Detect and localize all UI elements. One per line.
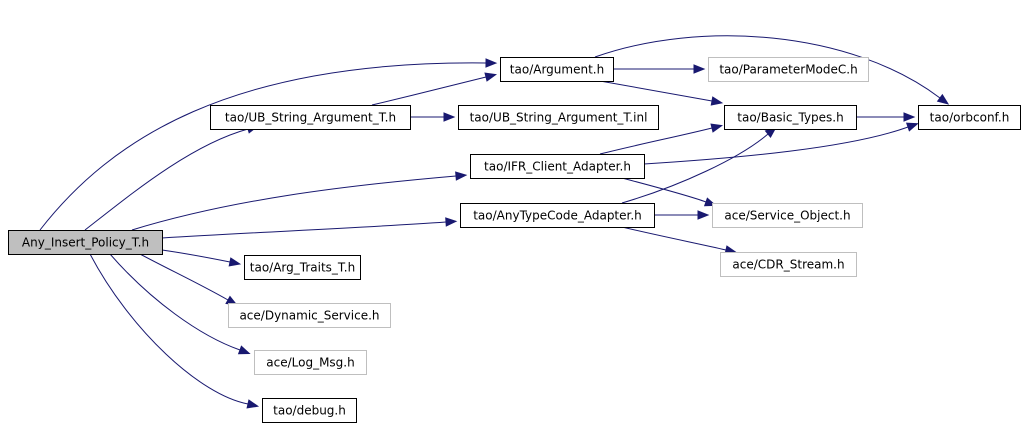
node-box-logmsg [254, 350, 367, 375]
edges-layer [39, 35, 950, 409]
node-label-dynsvc: ace/Dynamic_Service.h [239, 309, 379, 323]
arrowhead-anytc-to-svcobj [697, 210, 710, 220]
edge-ifr-to-orbconf [643, 126, 909, 165]
arrowhead-ifr-to-orbconf [905, 122, 919, 132]
node-box-svcobj [712, 203, 863, 228]
node-ifr[interactable]: tao/IFR_Client_Adapter.h [470, 154, 645, 179]
edge-argument-to-basictypes [599, 80, 713, 102]
arrowhead-root-to-argtraits [228, 257, 242, 267]
edge-root-to-ubstr [84, 128, 249, 231]
node-anytc[interactable]: tao/AnyTypeCode_Adapter.h [460, 203, 655, 228]
arrowhead-root-to-argument [485, 58, 498, 68]
arrowhead-ubstr-to-argument [484, 72, 498, 82]
node-parammode: tao/ParameterModeC.h [708, 57, 869, 82]
node-label-anytc: tao/AnyTypeCode_Adapter.h [473, 209, 642, 223]
node-ubstrinl[interactable]: tao/UB_String_Argument_T.inl [458, 105, 659, 130]
node-label-ifr: tao/IFR_Client_Adapter.h [484, 160, 631, 174]
node-argument[interactable]: tao/Argument.h [500, 57, 614, 82]
edge-root-to-debug [89, 253, 249, 405]
arrowhead-root-to-logmsg [237, 345, 251, 355]
node-label-basictypes: tao/Basic_Types.h [737, 111, 843, 125]
arrowhead-root-to-debug [246, 399, 260, 409]
node-box-ubstr [210, 105, 411, 130]
edge-argument-to-orbconf [594, 35, 941, 99]
node-label-ubstr: tao/UB_String_Argument_T.h [225, 111, 396, 125]
node-label-cdr: ace/CDR_Stream.h [732, 258, 844, 272]
edge-root-to-ifr [131, 175, 457, 231]
arrowhead-ubstr-to-ubstrinl [443, 112, 456, 122]
node-label-ubstrinl: tao/UB_String_Argument_T.inl [470, 111, 648, 125]
node-svcobj: ace/Service_Object.h [712, 203, 863, 228]
node-label-argtraits: tao/Arg_Traits_T.h [250, 261, 355, 275]
edge-anytc-to-cdr [621, 226, 727, 251]
edge-root-to-argtraits [161, 249, 231, 263]
node-basictypes[interactable]: tao/Basic_Types.h [724, 105, 857, 130]
node-box-anytc [460, 203, 655, 228]
node-box-root [8, 230, 163, 255]
edge-ubstr-to-argument [371, 76, 487, 106]
node-box-basictypes [724, 105, 857, 130]
arrowhead-argument-to-basictypes [710, 96, 724, 106]
edge-ifr-to-svcobj [621, 177, 707, 203]
arrowhead-basictypes-to-orbconf [903, 112, 916, 122]
node-box-debug [262, 398, 357, 423]
node-cdr: ace/CDR_Stream.h [720, 252, 857, 277]
node-box-ubstrinl [458, 105, 659, 130]
node-orbconf[interactable]: tao/orbconf.h [918, 105, 1021, 130]
nodes-layer: Any_Insert_Policy_T.h tao/Argument.h tao/P… [8, 57, 1021, 423]
edge-root-to-logmsg [109, 253, 241, 351]
edge-root-to-anytc [161, 221, 447, 239]
edge-ifr-to-basictypes [599, 127, 713, 155]
node-box-argument [500, 57, 614, 82]
node-debug[interactable]: tao/debug.h [262, 398, 357, 423]
node-logmsg: ace/Log_Msg.h [254, 350, 367, 375]
node-ubstr[interactable]: tao/UB_String_Argument_T.h [210, 105, 411, 130]
node-label-debug: tao/debug.h [273, 404, 346, 418]
node-box-parammode [708, 57, 869, 82]
arrowhead-ifr-to-basictypes [710, 123, 724, 133]
node-box-argtraits [244, 255, 361, 280]
node-box-dynsvc [228, 303, 391, 328]
node-label-orbconf: tao/orbconf.h [930, 111, 1010, 125]
edge-root-to-dynsvc [139, 253, 229, 301]
arrowhead-argument-to-parammode [693, 64, 706, 74]
edge-root-to-argument [39, 62, 487, 231]
node-label-argument: tao/Argument.h [510, 63, 604, 77]
node-label-logmsg: ace/Log_Msg.h [266, 356, 354, 370]
arrowhead-root-to-ifr [455, 171, 468, 181]
node-label-root: Any_Insert_Policy_T.h [22, 236, 149, 250]
node-label-svcobj: ace/Service_Object.h [724, 209, 850, 223]
edge-anytc-to-basictypes [621, 133, 769, 204]
node-label-parammode: tao/ParameterModeC.h [719, 63, 857, 77]
arrowhead-root-to-anytc [445, 217, 458, 227]
node-root[interactable]: Any_Insert_Policy_T.h [8, 230, 163, 255]
node-box-ifr [470, 154, 645, 179]
node-dynsvc: ace/Dynamic_Service.h [228, 303, 391, 328]
arrowhead-argument-to-orbconf [936, 93, 950, 105]
node-box-cdr [720, 252, 857, 277]
node-argtraits[interactable]: tao/Arg_Traits_T.h [244, 255, 361, 280]
node-box-orbconf [918, 105, 1021, 130]
